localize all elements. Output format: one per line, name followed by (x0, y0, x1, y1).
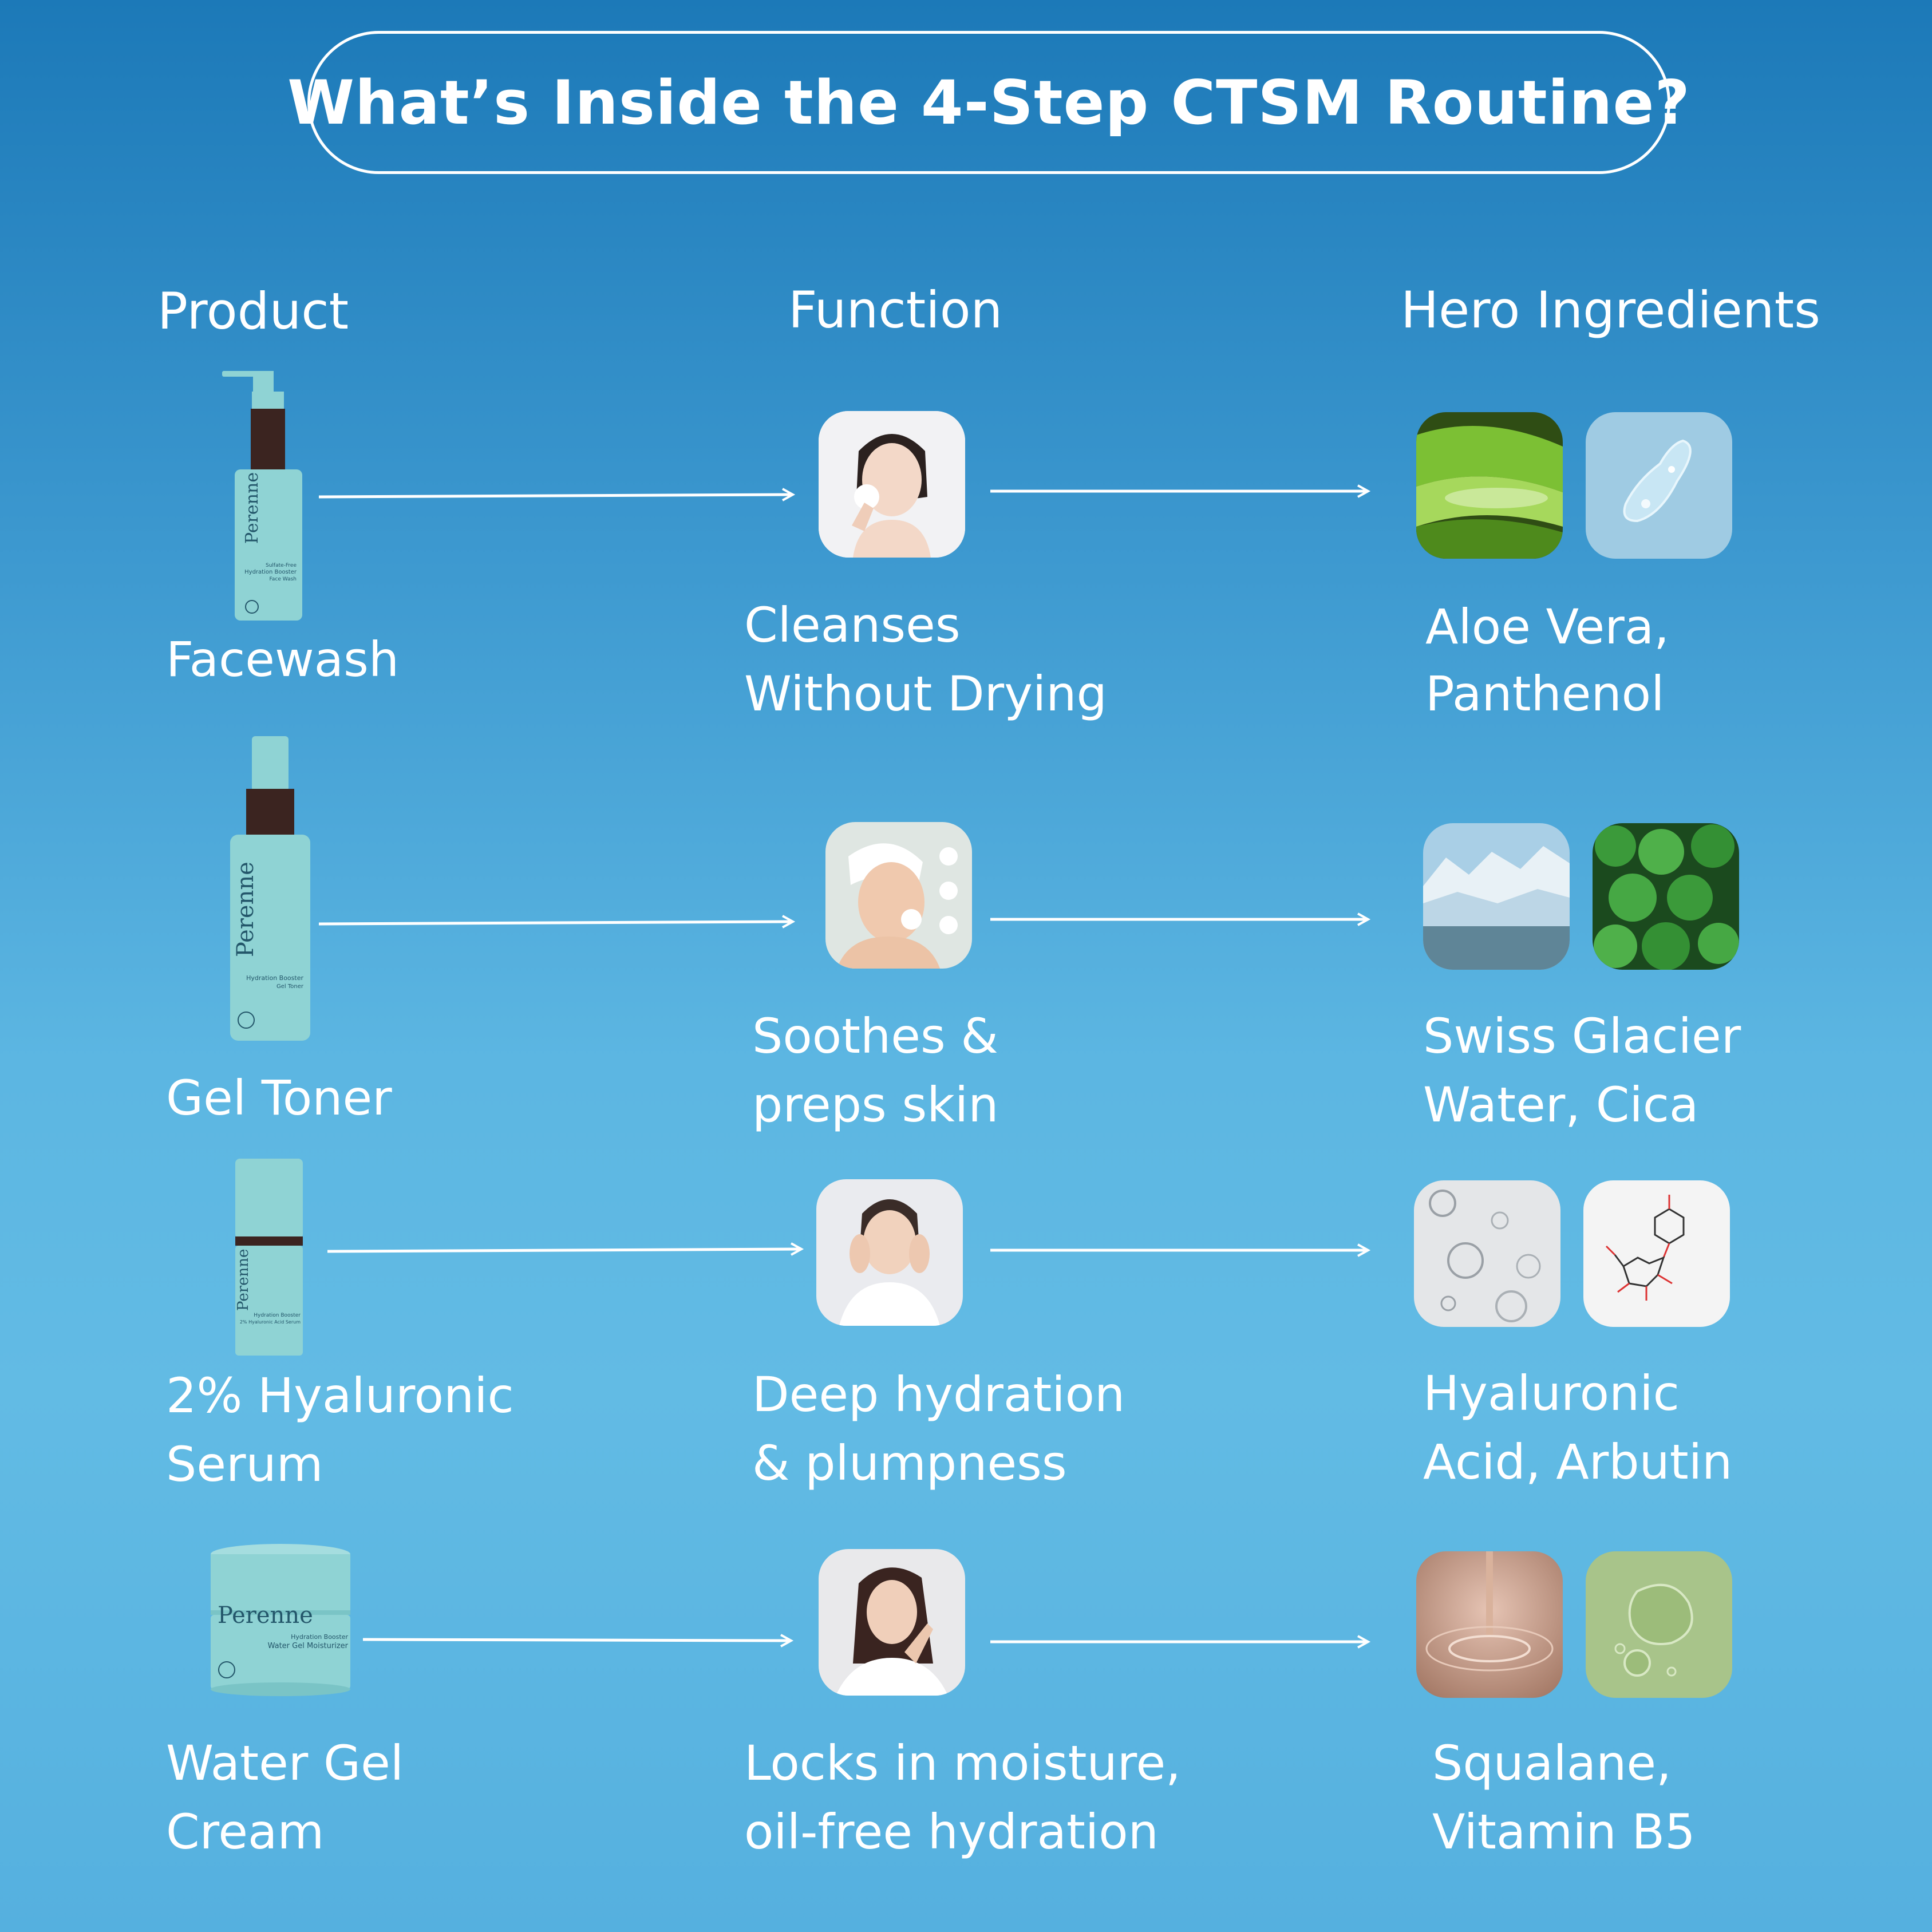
arrow-row-1-a (318, 488, 796, 501)
ingredients-label-3-line-1: Hyaluronic (1423, 1365, 1680, 1421)
cream-jar-text-2: Water Gel Moisturizer (268, 1642, 349, 1650)
ingredients-label-4-line-1: Squalane, (1432, 1735, 1672, 1791)
function-image-row-2 (825, 822, 972, 969)
arrow-row-3-b (990, 1243, 1371, 1257)
serum-bottle-text-2: 2% Hyaluronic Acid Serum (240, 1319, 301, 1325)
header-product: Product (157, 282, 349, 341)
product-label-3-line-2: Serum (166, 1436, 323, 1492)
function-label-2-line-1: Soothes & (752, 1008, 998, 1064)
gel-toner-bottle-text-2: Gel Toner (276, 983, 304, 990)
header-function: Function (788, 280, 1003, 339)
swiss-glacier-image (1423, 823, 1570, 970)
arrow-row-4-a (362, 1634, 794, 1647)
function-label-4-line-2: oil-free hydration (744, 1804, 1159, 1860)
header-ingredients: Hero Ingredients (1401, 280, 1820, 339)
function-image-row-4 (819, 1549, 965, 1696)
ingredients-label-3-line-2: Acid, Arbutin (1423, 1434, 1733, 1490)
page-title: What’s Inside the 4-Step CTSM Routine? (287, 67, 1690, 138)
arrow-row-3-a (327, 1242, 804, 1256)
serum-bottle-image: Perenne Hydration Booster 2% Hyaluronic … (235, 1159, 303, 1356)
function-label-4-line-1: Locks in moisture, (744, 1735, 1181, 1791)
cica-leaves-image (1593, 823, 1739, 970)
function-label-1-line-2: Without Drying (744, 666, 1107, 722)
facewash-bottle-text-2: Hydration Booster (244, 569, 297, 575)
ingredients-label-2-line-2: Water, Cica (1423, 1077, 1699, 1133)
title-pill: What’s Inside the 4-Step CTSM Routine? (287, 31, 1690, 174)
aloe-vera-image (1416, 412, 1563, 559)
gel-toner-brand-text: Perenne (232, 862, 259, 957)
arrow-row-4-b (990, 1635, 1371, 1649)
product-label-4-line-1: Water Gel (166, 1735, 404, 1791)
cream-jar-text-1: Hydration Booster (291, 1633, 348, 1641)
cream-brand-text: Perenne (218, 1602, 313, 1629)
facewash-bottle-image: Perenne Sulfate-Free Hydration Booster F… (222, 371, 302, 621)
ingredients-label-2-line-1: Swiss Glacier (1423, 1008, 1741, 1064)
arrow-row-2-a (318, 915, 796, 929)
function-image-row-1 (819, 411, 965, 558)
gel-toner-bottle-image: Perenne Hydration Booster Gel Toner (230, 736, 310, 1041)
serum-bottle-text-1: Hydration Booster (254, 1313, 301, 1318)
arrow-row-1-b (990, 484, 1371, 498)
squalane-oil-image (1416, 1551, 1563, 1698)
product-label-3-line-1: 2% Hyaluronic (166, 1368, 514, 1424)
function-label-3-line-2: & plumpness (752, 1435, 1067, 1491)
function-image-row-3 (816, 1179, 963, 1326)
facewash-brand-text: Perenne (242, 472, 262, 544)
product-label-2-line-1: Gel Toner (166, 1070, 392, 1126)
serum-brand-text: Perenne (235, 1249, 252, 1311)
function-label-2-line-2: preps skin (752, 1077, 999, 1133)
arbutin-molecule-image (1583, 1180, 1730, 1327)
product-label-4-line-2: Cream (166, 1804, 325, 1860)
vitamin-b5-drops-image (1586, 1551, 1732, 1698)
facewash-bottle-text-1: Sulfate-Free (266, 563, 297, 568)
ingredients-label-4-line-2: Vitamin B5 (1432, 1804, 1696, 1860)
panthenol-gel-drop-image (1586, 412, 1732, 559)
arrow-row-2-b (990, 912, 1371, 926)
gel-toner-bottle-text-1: Hydration Booster (246, 974, 303, 982)
ingredients-label-1-line-1: Aloe Vera, (1425, 599, 1669, 655)
facewash-bottle-text-3: Face Wash (270, 576, 297, 582)
product-label-1-line-1: Facewash (166, 631, 400, 688)
hyaluronic-bubbles-image (1414, 1180, 1560, 1327)
function-label-1-line-1: Cleanses (744, 597, 961, 653)
function-label-3-line-1: Deep hydration (752, 1366, 1125, 1423)
ingredients-label-1-line-2: Panthenol (1425, 666, 1665, 722)
water-gel-cream-jar-image: Perenne Hydration Booster Water Gel Mois… (211, 1544, 350, 1696)
